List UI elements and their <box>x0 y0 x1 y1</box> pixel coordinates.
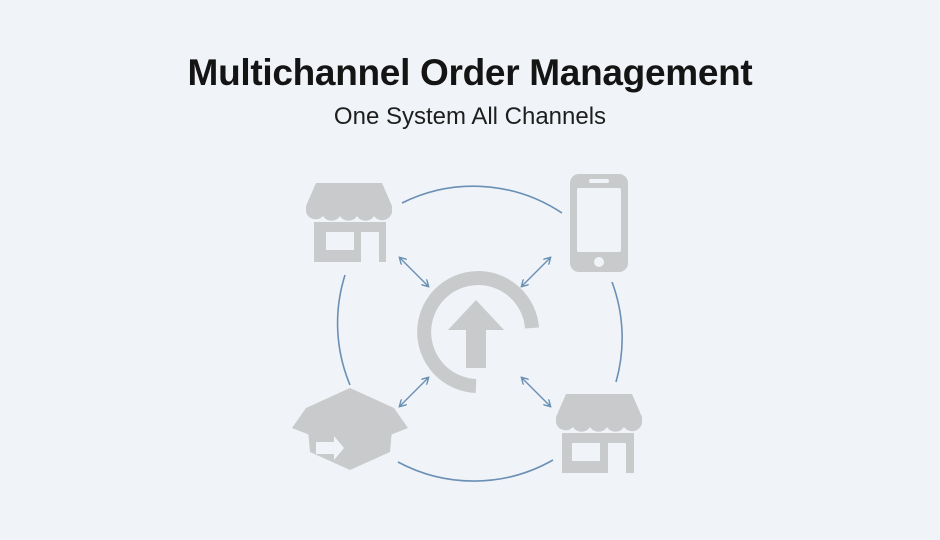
arrow-bottom-left <box>400 378 428 406</box>
page-title: Multichannel Order Management <box>187 52 753 93</box>
storefront-icon <box>556 394 642 473</box>
arrow-top-right <box>522 258 550 286</box>
ring-arc-bottom <box>397 459 554 482</box>
circular-upload-arrow-icon <box>417 271 539 393</box>
storefront-icon <box>306 183 392 262</box>
connection-ring <box>336 185 623 482</box>
page-subtitle: One System All Channels <box>333 103 607 130</box>
ring-arc-left <box>336 274 351 386</box>
smartphone-icon <box>570 174 628 272</box>
hub-arrows <box>400 258 550 406</box>
arrow-top-left <box>400 258 428 286</box>
arrow-bottom-right <box>522 378 550 406</box>
ring-arc-top <box>401 185 563 214</box>
ring-arc-right <box>611 281 623 383</box>
shipping-box-icon <box>292 388 408 470</box>
